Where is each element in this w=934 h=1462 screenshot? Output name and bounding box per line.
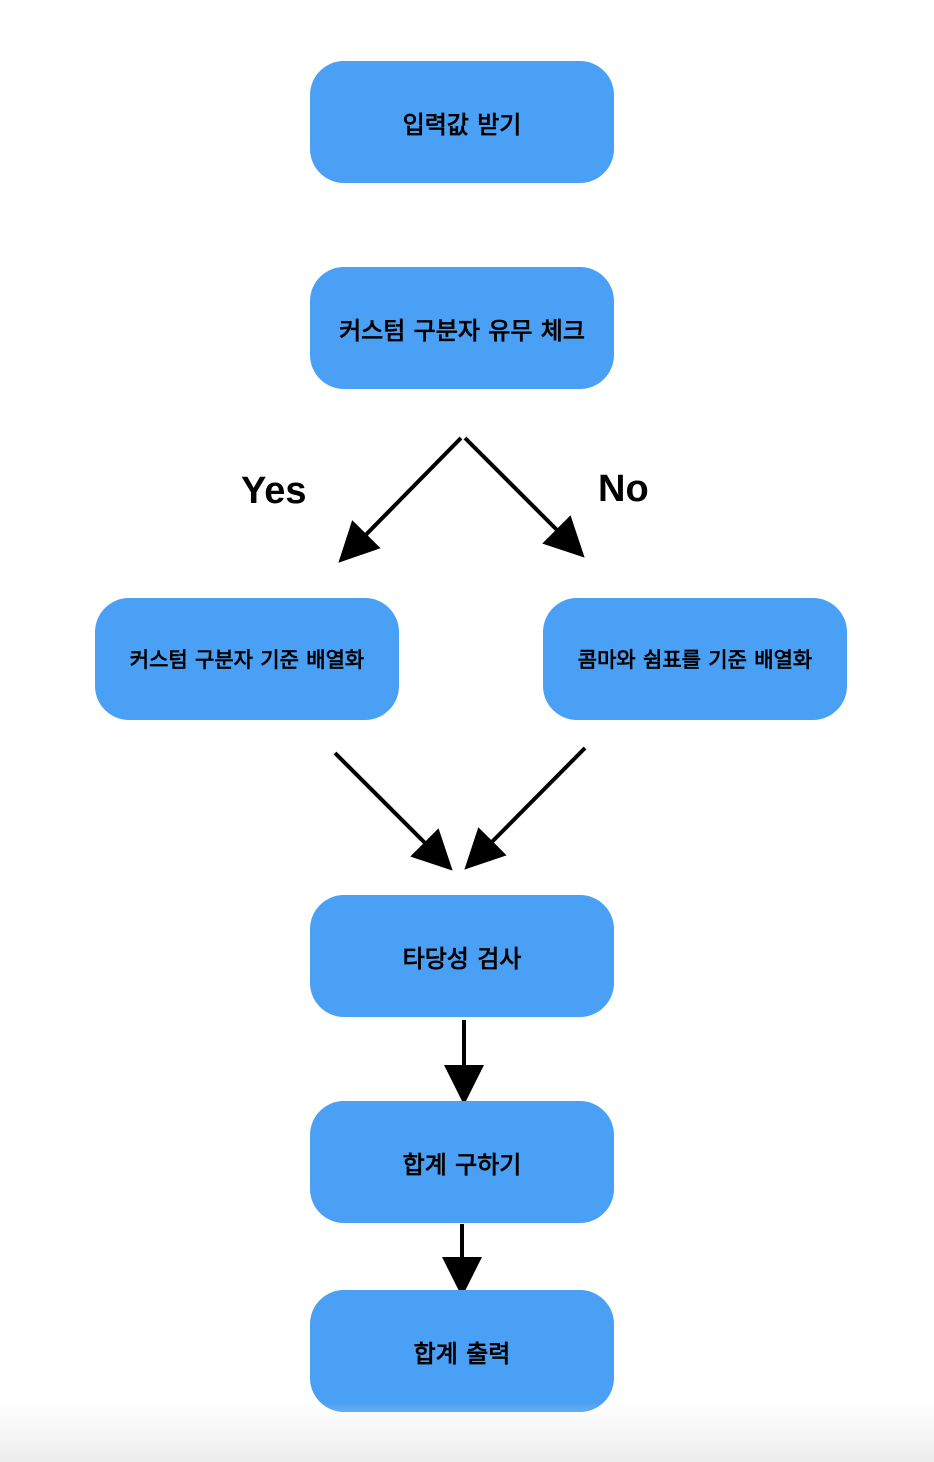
node-output-label: 합계 출력 xyxy=(413,1339,511,1368)
node-default-split-label: 콤마와 쉼표를 기준 배열화 xyxy=(577,648,813,672)
arrow-check-to-default-split xyxy=(463,436,585,558)
arrow-custom-split-to-validate xyxy=(333,751,453,871)
node-default-split: 콤마와 쉼표를 기준 배열화 xyxy=(543,598,847,720)
arrow-check-to-custom-split xyxy=(338,436,463,563)
node-input-label: 입력값 받기 xyxy=(402,110,522,139)
node-sum-label: 합계 구하기 xyxy=(402,1150,522,1179)
node-check: 커스텀 구분자 유무 체크 xyxy=(310,267,614,389)
arrow-default-split-to-validate xyxy=(464,746,587,870)
node-check-label: 커스텀 구분자 유무 체크 xyxy=(339,316,585,345)
edge-label-yes: Yes xyxy=(241,470,307,512)
node-output: 합계 출력 xyxy=(310,1290,614,1412)
node-validate-label: 타당성 검사 xyxy=(402,944,522,973)
node-custom-split-label: 커스텀 구분자 기준 배열화 xyxy=(129,648,365,672)
edge-label-no: No xyxy=(598,468,649,510)
node-validate: 타당성 검사 xyxy=(310,895,614,1017)
node-custom-split: 커스텀 구분자 기준 배열화 xyxy=(95,598,399,720)
node-sum: 합계 구하기 xyxy=(310,1101,614,1223)
node-input: 입력값 받기 xyxy=(310,61,614,183)
bottom-shadow xyxy=(0,1402,934,1462)
